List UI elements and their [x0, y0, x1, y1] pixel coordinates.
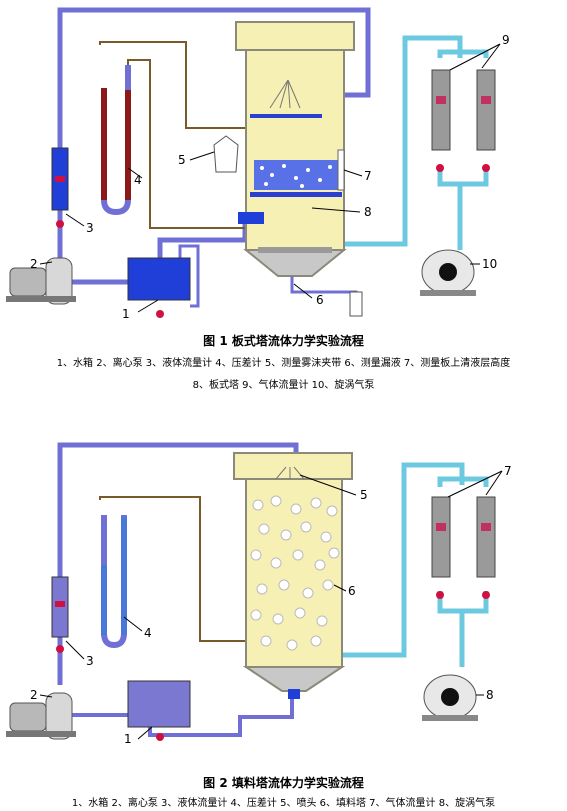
pump-body-2 [45, 692, 73, 740]
manometer-liquid-left-2 [101, 565, 107, 635]
pump-base-2 [6, 731, 76, 737]
figure-2-svg: 1 2 3 4 5 6 7 8 [6, 442, 512, 746]
flowmeter-float [55, 176, 65, 182]
figure-1-legend-line-2: 8、板式塔 9、气体流量计 10、旋涡气泵 [192, 380, 375, 391]
column-top-cap-2 [233, 452, 353, 480]
gas-valve-left-2 [436, 591, 444, 599]
gas-pipe [290, 35, 463, 247]
gas-float-right-2 [481, 523, 491, 531]
callout-10: 10 [482, 257, 497, 271]
gas-flowmeter-right [476, 69, 496, 151]
callout-8: 8 [364, 205, 372, 219]
gas-valve-right [482, 164, 490, 172]
water-tank-2 [127, 680, 191, 728]
clear-liquid-gauge [337, 149, 345, 191]
gas-flowmeter-left [431, 69, 451, 151]
callout-9: 9 [502, 33, 510, 47]
gas-manifold-top [437, 49, 489, 58]
column-drain-fitting [288, 689, 300, 699]
spray-nozzle [275, 466, 305, 480]
downcomer-box [238, 212, 264, 224]
tank-overflow-pipe [178, 244, 200, 308]
figure-2-diagram: 1 2 3 4 5 6 7 8 [0, 405, 567, 770]
gas-float-left-2 [436, 523, 446, 531]
return-pipe-2 [148, 697, 294, 737]
flowmeter-valve [56, 220, 64, 228]
pump-base [6, 296, 76, 302]
gas-manifold-top-2 [437, 476, 489, 487]
column-bottom-cone-2 [242, 666, 346, 692]
blower-base-2 [422, 715, 478, 721]
manometer-liquid-left [101, 88, 107, 200]
gas-flowmeter-right-2 [476, 496, 496, 578]
callout-2: 2 [30, 257, 38, 271]
figure-1-diagram: 1 2 3 4 5 6 7 8 9 10 [0, 0, 567, 330]
leakage-cylinder [349, 291, 363, 317]
spray-lines [269, 79, 301, 109]
callout-2-5: 5 [360, 488, 368, 502]
gas-pipe-2 [284, 462, 465, 658]
figure-1-caption: 图 1 板式塔流体力学实验流程 [203, 334, 364, 348]
manometer-line-top [99, 41, 248, 129]
gas-valve-left [436, 164, 444, 172]
froth-bubbles [260, 164, 332, 188]
gas-manifold-bottom [437, 170, 489, 250]
callout-2-3: 3 [86, 654, 94, 668]
callout-3: 3 [86, 221, 94, 235]
gas-manifold-bottom-2 [437, 591, 489, 667]
flowmeter-float-2 [55, 601, 65, 607]
gas-valve-right-2 [482, 591, 490, 599]
gas-flowmeter-left-2 [431, 496, 451, 578]
entrainment-vessel [213, 135, 239, 173]
figure-2-legend-line-1: 1、水箱 2、离心泵 3、液体流量计 4、压差计 5、喷头 6、填料塔 7、气体… [71, 798, 496, 809]
callout-4: 4 [134, 173, 142, 187]
pump-motor [9, 267, 47, 297]
blower-base [420, 290, 476, 296]
u-tube [101, 65, 131, 216]
upper-plate [250, 114, 322, 118]
callout-2-4: 4 [144, 626, 152, 640]
callout-1: 1 [122, 307, 130, 321]
water-tank [127, 257, 191, 301]
callout-2-2: 2 [30, 688, 38, 702]
gas-float-left [436, 96, 446, 104]
callout-2-8: 8 [486, 688, 494, 702]
gas-float-right [481, 96, 491, 104]
pump-to-tank-pipe-2 [72, 695, 132, 717]
callout-2-1: 1 [124, 732, 132, 746]
sieve-plate [250, 192, 342, 197]
blower-hub-2 [441, 688, 459, 706]
manometer-line-2 [99, 496, 248, 642]
callout-lines-2 [39, 470, 503, 740]
callout-2-7: 7 [504, 464, 512, 478]
tank-drain-valve-2 [156, 733, 164, 741]
column-bottom-cone [243, 249, 347, 277]
manometer-line-bottom [127, 59, 248, 229]
packing-rings [250, 495, 340, 651]
pump-body [45, 257, 73, 305]
flowmeter-valve-2 [56, 645, 64, 653]
u-tube-2 [101, 515, 127, 649]
tank-drain-valve [156, 310, 164, 318]
figure-1-svg: 1 2 3 4 5 6 7 8 9 10 [6, 7, 510, 321]
callout-7: 7 [364, 169, 372, 183]
callout-2-6: 6 [348, 584, 356, 598]
froth-layer [254, 160, 338, 190]
pump-motor-2 [9, 702, 47, 732]
callout-6: 6 [316, 293, 324, 307]
manometer-liquid-right-2 [121, 517, 127, 635]
callout-lines [39, 43, 501, 313]
manometer-liquid-right [125, 90, 131, 200]
figure-2-caption: 图 2 填料塔流体力学实验流程 [203, 776, 364, 790]
column-top-cap [235, 21, 355, 51]
callout-5: 5 [178, 153, 186, 167]
figure-1-legend-line-1: 1、水箱 2、离心泵 3、液体流量计 4、压差计 5、测量雾沫夹带 6、测量漏液… [56, 358, 511, 369]
blower-hub [439, 263, 457, 281]
